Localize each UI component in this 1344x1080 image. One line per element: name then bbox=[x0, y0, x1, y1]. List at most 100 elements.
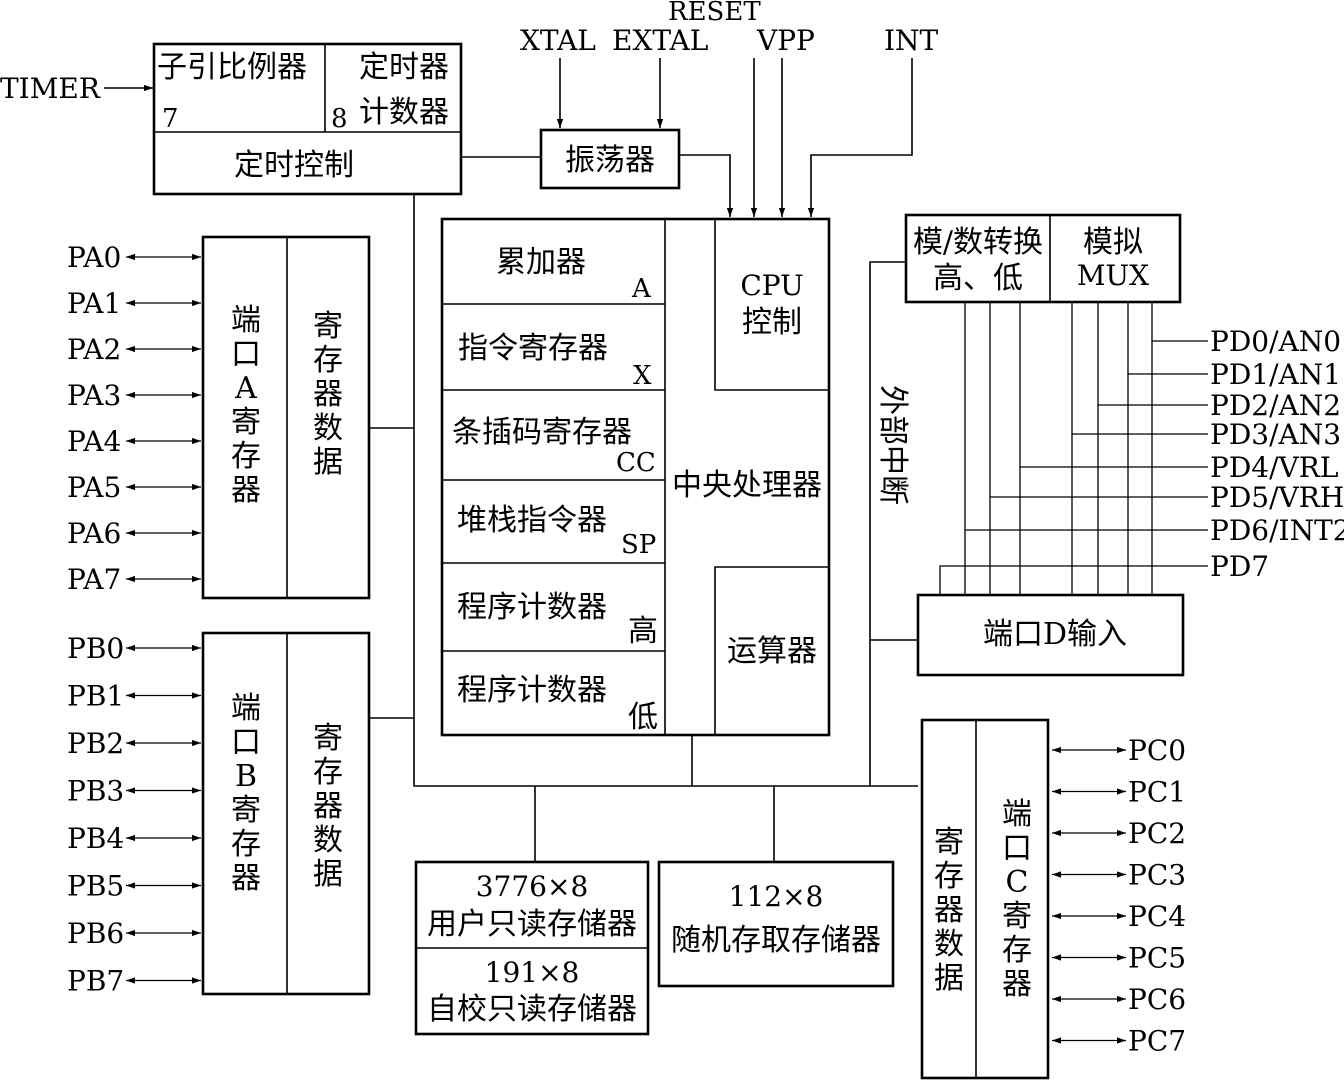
pa-pin-label: PA6 bbox=[67, 517, 121, 550]
timer-control-label: 定时控制 bbox=[234, 148, 354, 183]
adc-label-2: 高、低 bbox=[933, 261, 1023, 296]
ram-block bbox=[657, 860, 895, 988]
port-c-register-char: 端 bbox=[1002, 797, 1032, 832]
user-rom-size: 3776×8 bbox=[476, 870, 589, 903]
pd-pin-wire bbox=[1019, 466, 1208, 595]
accumulator-reg: A bbox=[631, 274, 652, 304]
cpu-control-block bbox=[714, 219, 829, 391]
port-c-data-char: 数 bbox=[934, 927, 964, 962]
pd-pin-wire bbox=[964, 529, 1208, 595]
port-b-register-char: 端 bbox=[231, 691, 261, 726]
xtal-label: XTAL bbox=[520, 24, 596, 57]
pa-pin-label: PA7 bbox=[67, 563, 121, 596]
pc-pin-label: PC7 bbox=[1128, 1025, 1186, 1058]
pb-pin-label: PB7 bbox=[67, 965, 124, 998]
cpu-control-label-2: 控制 bbox=[742, 305, 802, 340]
stack-pointer-label: 堆栈指令器 bbox=[457, 503, 607, 538]
pc-low-label: 程序计数器 bbox=[457, 673, 607, 708]
condition-reg: CC bbox=[616, 448, 656, 478]
int-arrow bbox=[807, 58, 913, 217]
pb-pin-label: PB1 bbox=[67, 680, 124, 713]
pc-pin-label: PC3 bbox=[1128, 859, 1186, 892]
ram-label: 随机存取存储器 bbox=[671, 923, 881, 958]
port-c-register-char: 器 bbox=[1002, 967, 1032, 1002]
external-interrupt-label: 外部中断 bbox=[875, 385, 910, 505]
mux-label-1: 模拟 bbox=[1083, 225, 1143, 260]
ram-size: 112×8 bbox=[729, 880, 824, 913]
pd-pin-wire bbox=[989, 496, 1208, 595]
timer-input-label: TIMER bbox=[0, 72, 101, 105]
oscillator-to-cpu-arrow bbox=[679, 154, 734, 217]
counter-bits: 8 bbox=[331, 104, 348, 134]
port-b-data-char: 寄 bbox=[313, 721, 343, 756]
pb-pin-label: PB2 bbox=[67, 727, 124, 760]
port-c-register-char: 存 bbox=[1002, 933, 1032, 968]
condition-register-label: 条插码寄存器 bbox=[452, 415, 632, 450]
port-b-register-char: 存 bbox=[231, 827, 261, 862]
port-a-register-char: 口 bbox=[231, 337, 261, 372]
pd-pin-wire bbox=[1071, 433, 1208, 595]
port-d-pins: PD0/AN0PD1/AN1PD2/AN2PD3/AN3PD4/VRLPD5/V… bbox=[1210, 325, 1344, 583]
pc-pin-label: PC1 bbox=[1128, 776, 1186, 809]
int-label: INT bbox=[884, 24, 939, 57]
pd-pin-label: PD7 bbox=[1210, 550, 1269, 583]
port-b-data-char: 存 bbox=[313, 755, 343, 790]
port-c-data-char: 器 bbox=[934, 893, 964, 928]
pb-pin-label: PB6 bbox=[67, 917, 124, 950]
pa-pin-label: PA2 bbox=[67, 333, 121, 366]
pd-pin-wire bbox=[1151, 340, 1208, 595]
alu-block bbox=[714, 566, 829, 735]
stack-reg: SP bbox=[621, 530, 656, 560]
pb-pin-label: PB4 bbox=[67, 822, 124, 855]
internal-bus bbox=[413, 194, 918, 787]
adc-block bbox=[904, 213, 1182, 304]
pd-pin-label: PD0/AN0 bbox=[1210, 325, 1341, 358]
pc-pin-label: PC5 bbox=[1128, 942, 1186, 975]
port-d-label: 端口D输入 bbox=[983, 617, 1127, 652]
pd-pin-label: PD4/VRL bbox=[1210, 451, 1338, 484]
user-rom-label: 用户只读存储器 bbox=[427, 907, 637, 942]
port-b-data-char: 据 bbox=[313, 857, 343, 892]
pa-pin-label: PA5 bbox=[67, 471, 121, 504]
prescaler-label: 子引比例器 bbox=[157, 50, 307, 85]
port-a-register-char: 端 bbox=[231, 303, 261, 338]
pc-high-label: 程序计数器 bbox=[457, 590, 607, 625]
processor-label: 中央处理器 bbox=[672, 468, 822, 503]
port-c-register-char: C bbox=[1006, 865, 1029, 900]
pb-pin-label: PB5 bbox=[67, 870, 124, 903]
pb-pin-label: PB0 bbox=[67, 632, 124, 665]
pc-pin-label: PC4 bbox=[1128, 900, 1186, 933]
pc-high-tag: 高 bbox=[628, 614, 658, 649]
reset-label: RESET bbox=[668, 0, 761, 27]
pa-pin-label: PA4 bbox=[67, 425, 121, 458]
oscillator-block bbox=[539, 128, 681, 190]
port-a-register-char: A bbox=[234, 371, 257, 406]
port-b-register-char: B bbox=[235, 759, 257, 794]
port-b-data-char: 数 bbox=[313, 823, 343, 858]
port-b-register-char: 寄 bbox=[231, 793, 261, 828]
external-interrupt-line bbox=[869, 261, 917, 641]
port-b-register-char: 器 bbox=[231, 861, 261, 896]
cpu-control-label-1: CPU bbox=[740, 269, 803, 302]
pd-pin-label: PD5/VRH bbox=[1210, 481, 1344, 514]
pa-pin-label: PA3 bbox=[67, 379, 121, 412]
port-c-data-char: 寄 bbox=[934, 825, 964, 860]
self-rom-label: 自校只读存储器 bbox=[427, 992, 637, 1027]
timer-label: 定时器 bbox=[359, 50, 449, 85]
timer-block bbox=[152, 42, 463, 196]
cpu-block bbox=[440, 217, 831, 737]
index-register-label: 指令寄存器 bbox=[458, 331, 608, 366]
pd-pin-label: PD1/AN1 bbox=[1210, 358, 1341, 391]
index-reg: X bbox=[633, 361, 652, 391]
self-rom-size: 191×8 bbox=[485, 956, 580, 989]
pc-pin-label: PC6 bbox=[1128, 983, 1186, 1016]
